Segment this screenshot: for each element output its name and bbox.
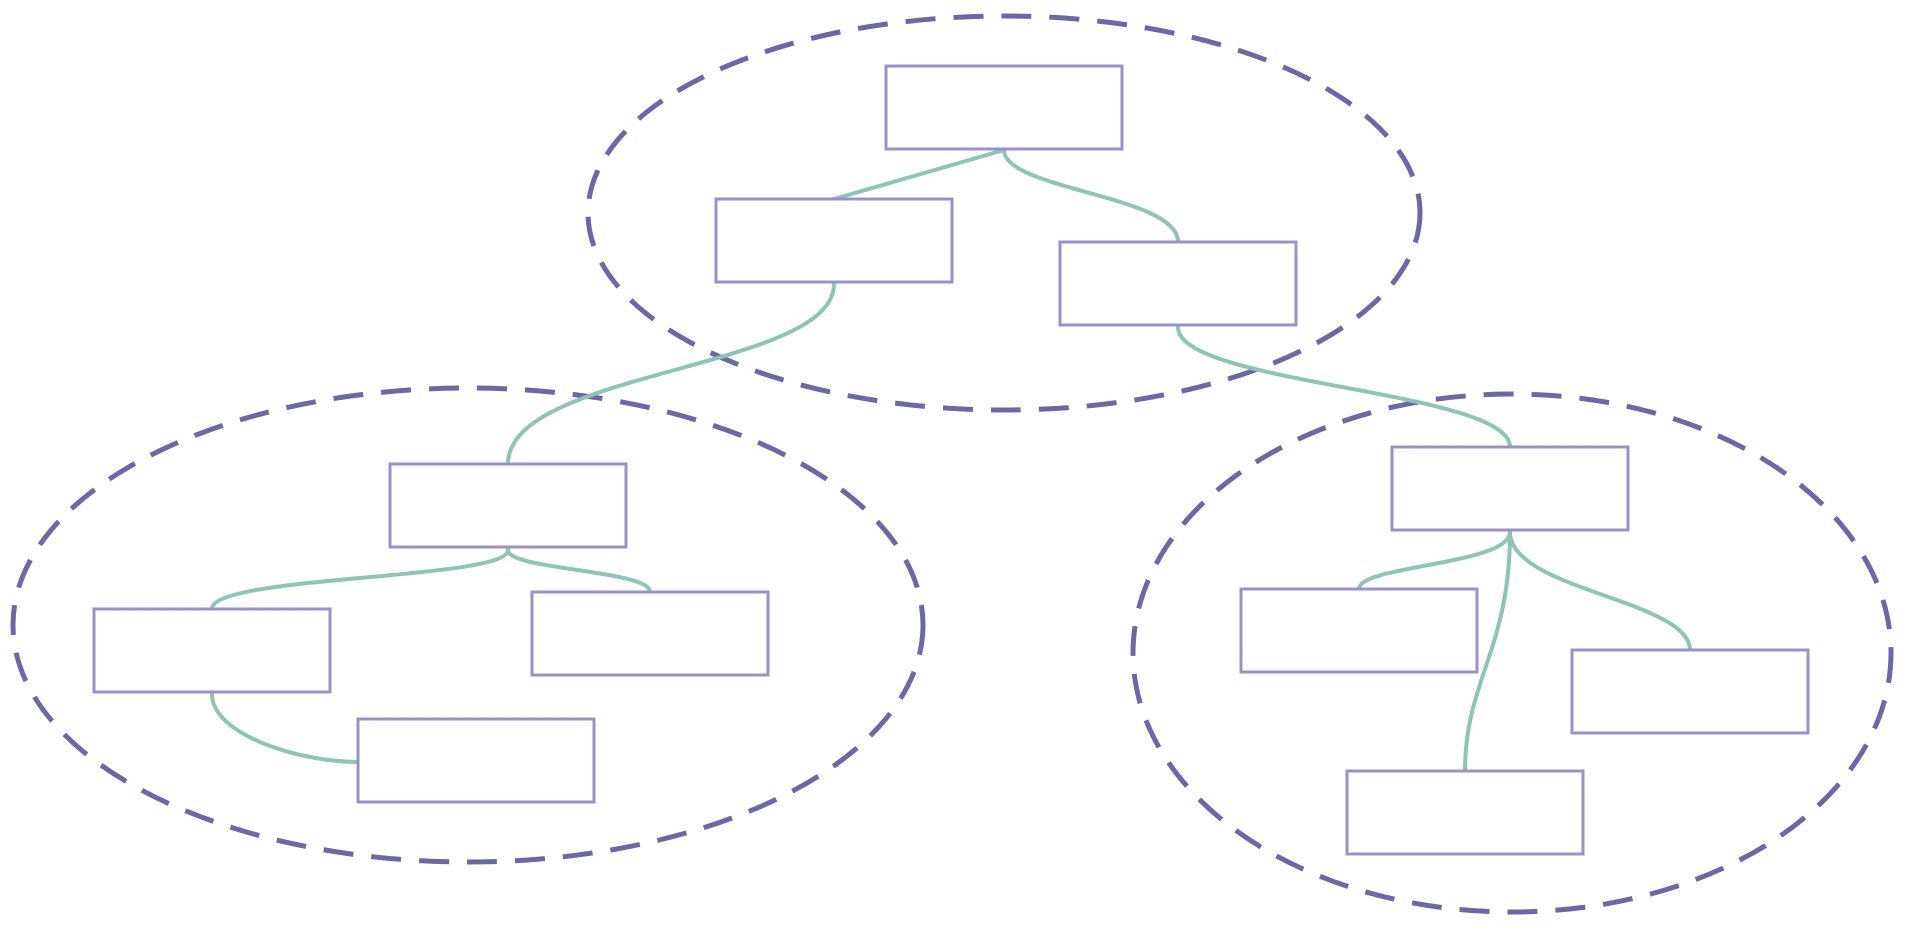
- node-n4: [388, 462, 628, 549]
- node-n9: [1239, 587, 1479, 674]
- node-box: [1239, 587, 1479, 674]
- group-top-outline: [585, 13, 1423, 413]
- node-n6: [530, 590, 770, 677]
- node-n5: [92, 607, 332, 694]
- node-n3: [1058, 240, 1298, 327]
- node-n8: [1390, 445, 1630, 532]
- node-box: [92, 607, 332, 694]
- node-box: [1390, 445, 1630, 532]
- node-n11: [1345, 769, 1585, 856]
- edge-n4-n5: [210, 548, 510, 611]
- node-box: [388, 462, 628, 549]
- node-box: [356, 717, 596, 804]
- node-box: [714, 197, 954, 284]
- node-box: [530, 590, 770, 677]
- edges-layer: [210, 148, 1692, 773]
- node-box: [1058, 240, 1298, 327]
- node-n7: [356, 717, 596, 804]
- edge-n1-n3: [1002, 148, 1180, 244]
- edge-n2-n4: [506, 282, 836, 466]
- node-n10: [1570, 648, 1810, 735]
- node-box: [884, 64, 1124, 151]
- edge-n3-n8: [1176, 325, 1512, 449]
- node-n1: [884, 64, 1124, 151]
- edge-n5-n7: [210, 692, 360, 764]
- node-n2: [714, 197, 954, 284]
- groups-layer: [10, 13, 1894, 915]
- edge-n8-n10: [1508, 530, 1692, 652]
- edge-n1-n2: [832, 148, 1006, 201]
- edge-n8-n11: [1463, 530, 1512, 773]
- node-box: [1570, 648, 1810, 735]
- nodes-layer: [92, 64, 1810, 856]
- group-left-outline: [10, 385, 926, 865]
- node-box: [1345, 769, 1585, 856]
- edge-n8-n9: [1357, 530, 1512, 591]
- edge-n4-n6: [506, 548, 652, 594]
- group-right-outline: [1130, 391, 1894, 915]
